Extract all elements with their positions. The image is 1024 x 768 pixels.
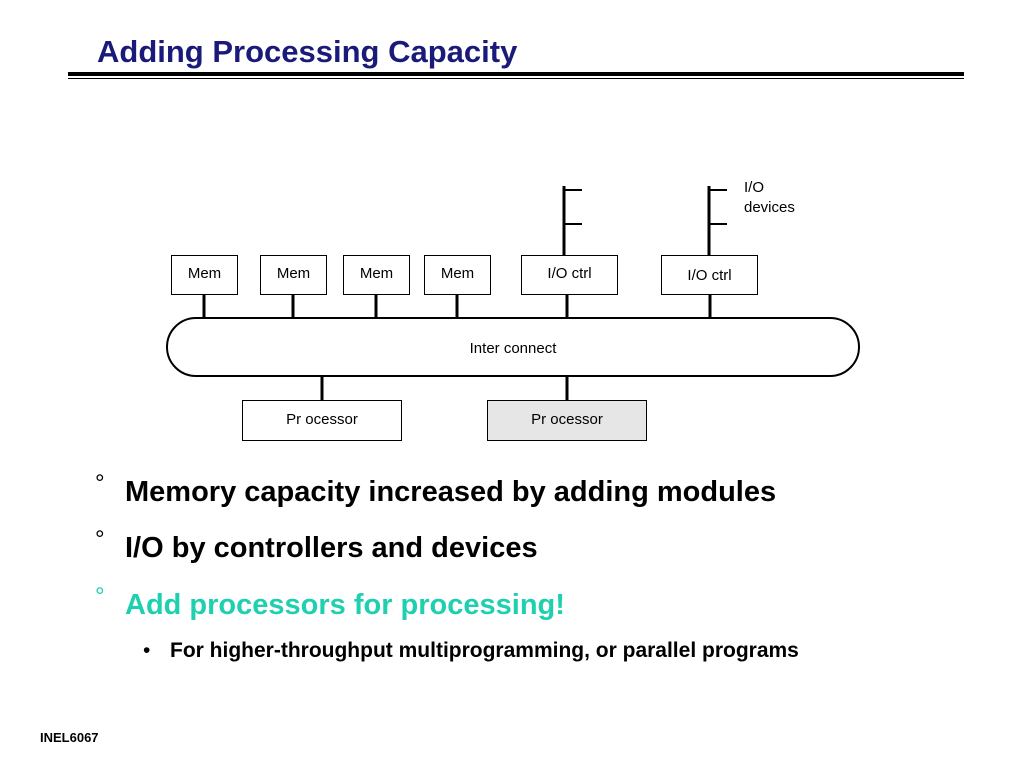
mem-module-label: Mem xyxy=(276,265,311,282)
mem-module-1: Mem xyxy=(171,255,238,295)
processor-label: Pr ocessor xyxy=(531,411,603,428)
mem-module-label: Mem xyxy=(187,265,222,282)
sub-bullet-marker: • xyxy=(143,639,151,662)
title-rule-thin xyxy=(68,78,964,79)
processor-1: Pr ocessor xyxy=(242,400,402,441)
io-devices-label-line1: I/O xyxy=(744,179,765,196)
bullet-text: I/O by controllers and devices xyxy=(125,532,538,564)
mem-module-label: Mem xyxy=(359,265,394,282)
bullet-text: Add processors for processing! xyxy=(125,589,565,621)
mem-module-3: Mem xyxy=(343,255,410,295)
mem-module-4: Mem xyxy=(424,255,491,295)
bullet-text: Memory capacity increased by adding modu… xyxy=(125,476,777,508)
course-footer: INEL6067 xyxy=(40,730,99,745)
mem-module-2: Mem xyxy=(260,255,327,295)
processor-2-added: Pr ocessor xyxy=(487,400,647,441)
bullet-marker: ° xyxy=(95,526,105,553)
io-devices-label: I/O devices xyxy=(744,178,795,218)
io-controller-1: I/O ctrl xyxy=(521,255,618,295)
io-device-connector-2 xyxy=(707,186,727,255)
sub-bullet-text: For higher-throughput multiprogramming, … xyxy=(170,639,799,662)
bullet-marker: ° xyxy=(95,470,105,497)
interconnect-bus: Inter connect xyxy=(166,317,860,377)
io-controller-2: I/O ctrl xyxy=(661,255,758,295)
interconnect-label: Inter connect xyxy=(469,340,557,357)
processor-label: Pr ocessor xyxy=(286,411,358,428)
slide-title: Adding Processing Capacity xyxy=(97,34,518,69)
io-devices-label-line2: devices xyxy=(744,199,795,216)
title-rule-thick xyxy=(68,72,964,76)
mem-module-label: Mem xyxy=(440,265,475,282)
bullet-marker: ° xyxy=(95,583,105,610)
io-controller-label: I/O ctrl xyxy=(547,265,592,282)
io-controller-label: I/O ctrl xyxy=(687,267,732,284)
io-device-connector-1 xyxy=(562,186,582,255)
